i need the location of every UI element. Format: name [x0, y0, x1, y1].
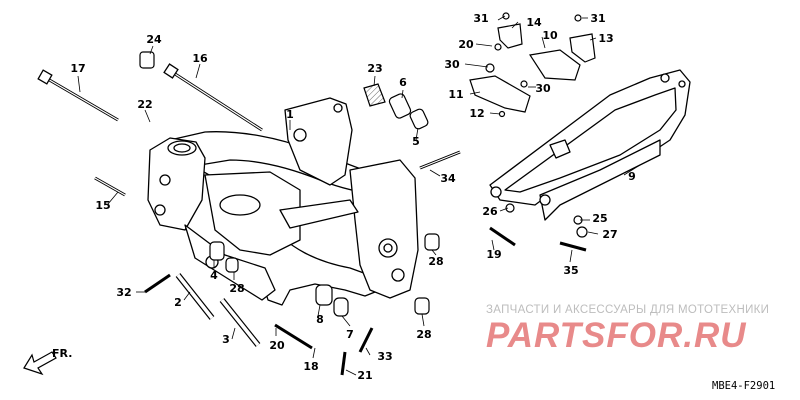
- callout-13[interactable]: 13: [598, 32, 613, 45]
- collar-7: [333, 297, 349, 317]
- callout-7[interactable]: 7: [346, 328, 354, 341]
- diagram-code: MBE4-F2901: [712, 380, 776, 392]
- callout-20a[interactable]: 20: [458, 38, 474, 51]
- main-frame: [147, 97, 419, 306]
- callout-18[interactable]: 18: [303, 360, 318, 373]
- callout-21[interactable]: 21: [357, 369, 372, 382]
- callout-11[interactable]: 11: [448, 88, 463, 101]
- clip-13: [569, 33, 596, 63]
- callout-22[interactable]: 22: [137, 98, 152, 111]
- callout-1[interactable]: 1: [286, 108, 294, 121]
- callout-9[interactable]: 9: [628, 170, 636, 183]
- clip-14: [497, 23, 523, 49]
- callout-15[interactable]: 15: [95, 199, 110, 212]
- callouts: 24 16 17 22 1 23 6 5 34 15 4 28 28 32 2 …: [70, 12, 635, 382]
- nut-28a: [225, 257, 239, 273]
- callout-2[interactable]: 2: [174, 296, 182, 309]
- callout-26[interactable]: 26: [482, 205, 498, 218]
- nut-28b: [424, 233, 440, 251]
- callout-28c[interactable]: 28: [416, 328, 431, 341]
- callout-12[interactable]: 12: [469, 107, 484, 120]
- callout-19[interactable]: 19: [486, 248, 501, 261]
- brackets: [469, 12, 596, 238]
- bracket-11: [469, 75, 531, 113]
- callout-31b[interactable]: 31: [590, 12, 605, 25]
- bracket-10: [528, 49, 581, 81]
- callout-28a[interactable]: 28: [229, 282, 244, 295]
- callout-17[interactable]: 17: [70, 62, 85, 75]
- callout-34[interactable]: 34: [440, 172, 456, 185]
- leader-lines: [77, 15, 641, 376]
- callout-27[interactable]: 27: [602, 228, 617, 241]
- bushings: [139, 51, 440, 317]
- callout-30a[interactable]: 30: [444, 58, 460, 71]
- bolts: [37, 63, 587, 376]
- watermark-tagline: ЗАПЧАСТИ И АКСЕССУАРЫ ДЛЯ МОТОТЕХНИКИ: [486, 304, 770, 316]
- callout-10[interactable]: 10: [542, 29, 558, 42]
- spring-23: [363, 83, 386, 107]
- callout-31a[interactable]: 31: [473, 12, 488, 25]
- callout-28b[interactable]: 28: [428, 255, 443, 268]
- collar-8: [315, 284, 333, 306]
- callout-5[interactable]: 5: [412, 135, 420, 148]
- callout-4[interactable]: 4: [210, 269, 218, 282]
- arrow-icon: [23, 351, 57, 376]
- callout-24[interactable]: 24: [146, 33, 162, 46]
- callout-16[interactable]: 16: [192, 52, 208, 65]
- callout-8[interactable]: 8: [316, 313, 324, 326]
- front-direction-arrow: FR.: [23, 347, 72, 376]
- callout-25[interactable]: 25: [592, 212, 607, 225]
- direction-label: FR.: [52, 347, 72, 360]
- callout-20b[interactable]: 20: [269, 339, 285, 352]
- collar-6: [388, 93, 412, 119]
- collar-4: [209, 241, 225, 261]
- callout-32[interactable]: 32: [116, 286, 131, 299]
- watermark-logo: PARTSFOR.RU: [486, 316, 747, 355]
- callout-3[interactable]: 3: [222, 333, 230, 346]
- callout-33[interactable]: 33: [377, 350, 392, 363]
- rear-subframe: [489, 69, 691, 221]
- callout-23[interactable]: 23: [367, 62, 382, 75]
- nut-24: [139, 51, 155, 69]
- callout-14[interactable]: 14: [526, 16, 542, 29]
- callout-35[interactable]: 35: [563, 264, 578, 277]
- callout-30b[interactable]: 30: [535, 82, 551, 95]
- collar-5: [409, 108, 429, 130]
- callout-6[interactable]: 6: [399, 76, 407, 89]
- nut-28c: [414, 297, 430, 315]
